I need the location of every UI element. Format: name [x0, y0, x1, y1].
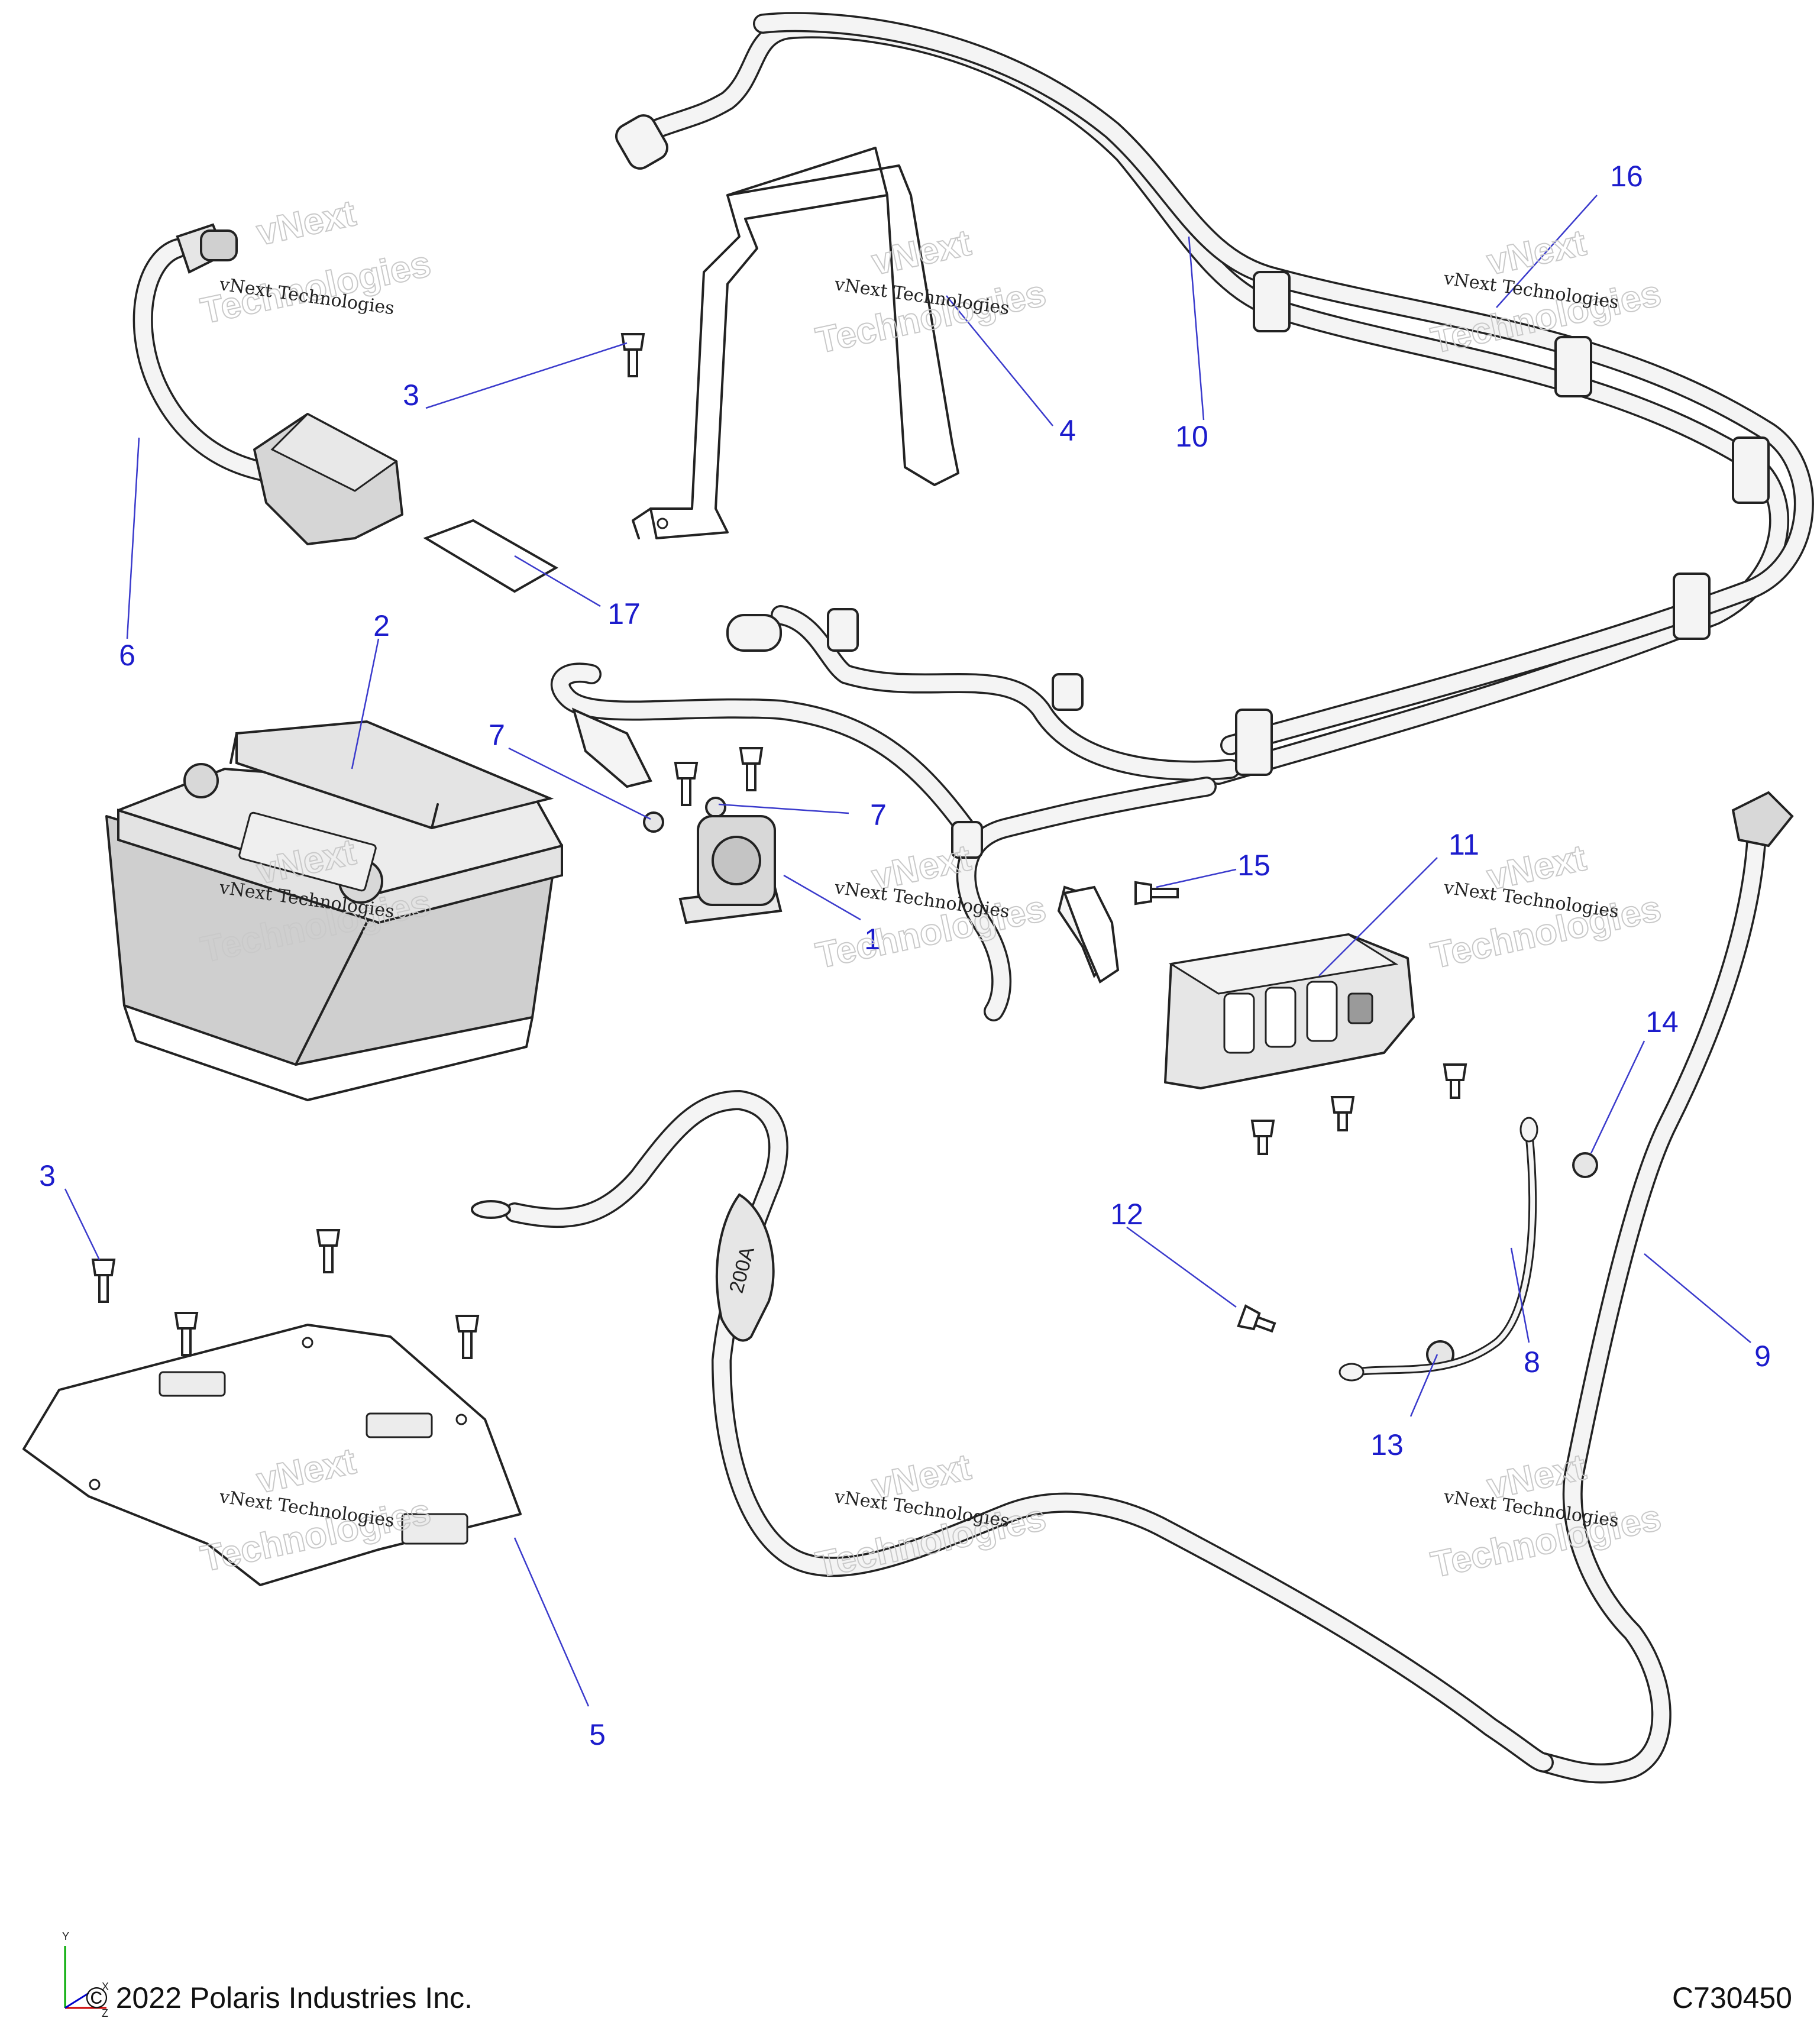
cable-part-6: [132, 223, 403, 545]
callout-8: 8: [1524, 1346, 1540, 1379]
callout-5: 5: [589, 1718, 606, 1751]
callout-3b: 3: [39, 1159, 56, 1192]
callout-9: 9: [1754, 1340, 1771, 1373]
leader-lines: [64, 195, 1751, 1707]
callout-11: 11: [1449, 828, 1479, 861]
main-harness: [550, 12, 1814, 1021]
callout-7a: 7: [489, 719, 505, 752]
callout-2: 2: [373, 609, 390, 642]
callout-15: 15: [1237, 849, 1270, 882]
battery-tray-part-5: [22, 1324, 522, 1586]
battery-part-2: [105, 720, 563, 1101]
callout-12: 12: [1110, 1198, 1143, 1231]
watermark-brand: vNext: [1483, 222, 1590, 283]
axis-triad: Y X Z: [62, 1930, 109, 2019]
solenoid-part-1: [678, 815, 783, 924]
callout-1: 1: [864, 923, 881, 956]
axis-y-label: Y: [62, 1930, 69, 1942]
axis-x-label: X: [102, 1981, 109, 1993]
callout-10: 10: [1175, 420, 1208, 453]
diagram-code: C730450: [1672, 1981, 1792, 2014]
battery-strap-part-4: [632, 147, 959, 539]
callout-13: 13: [1370, 1428, 1404, 1461]
ground-cable-part-8: [1338, 1117, 1538, 1382]
callout-6: 6: [119, 639, 135, 672]
bracket-small: [1063, 885, 1120, 984]
axis-z-label: Z: [102, 2007, 108, 2019]
label-part-17: [423, 519, 559, 593]
callout-labels: 1 2 3 3 4 5 6 7 7 8 9 10 11 12 13 14 15 …: [39, 160, 1771, 1751]
callout-14: 14: [1645, 1005, 1679, 1039]
watermark-brand: vNext: [253, 193, 360, 254]
callout-3a: 3: [403, 379, 419, 412]
fuse-box-part-11: [1164, 933, 1415, 1089]
nuts: [643, 797, 1598, 1369]
copyright-text: © 2022 Polaris Industries Inc.: [86, 1981, 473, 2014]
callout-17: 17: [607, 597, 641, 630]
bolts: [91, 333, 1467, 1359]
callout-4: 4: [1059, 414, 1076, 447]
fuse-cable-200a: 200A: [471, 1090, 1554, 1773]
callout-7b: 7: [870, 798, 887, 832]
cable-part-9: [1534, 791, 1794, 1784]
callout-16: 16: [1610, 160, 1643, 193]
